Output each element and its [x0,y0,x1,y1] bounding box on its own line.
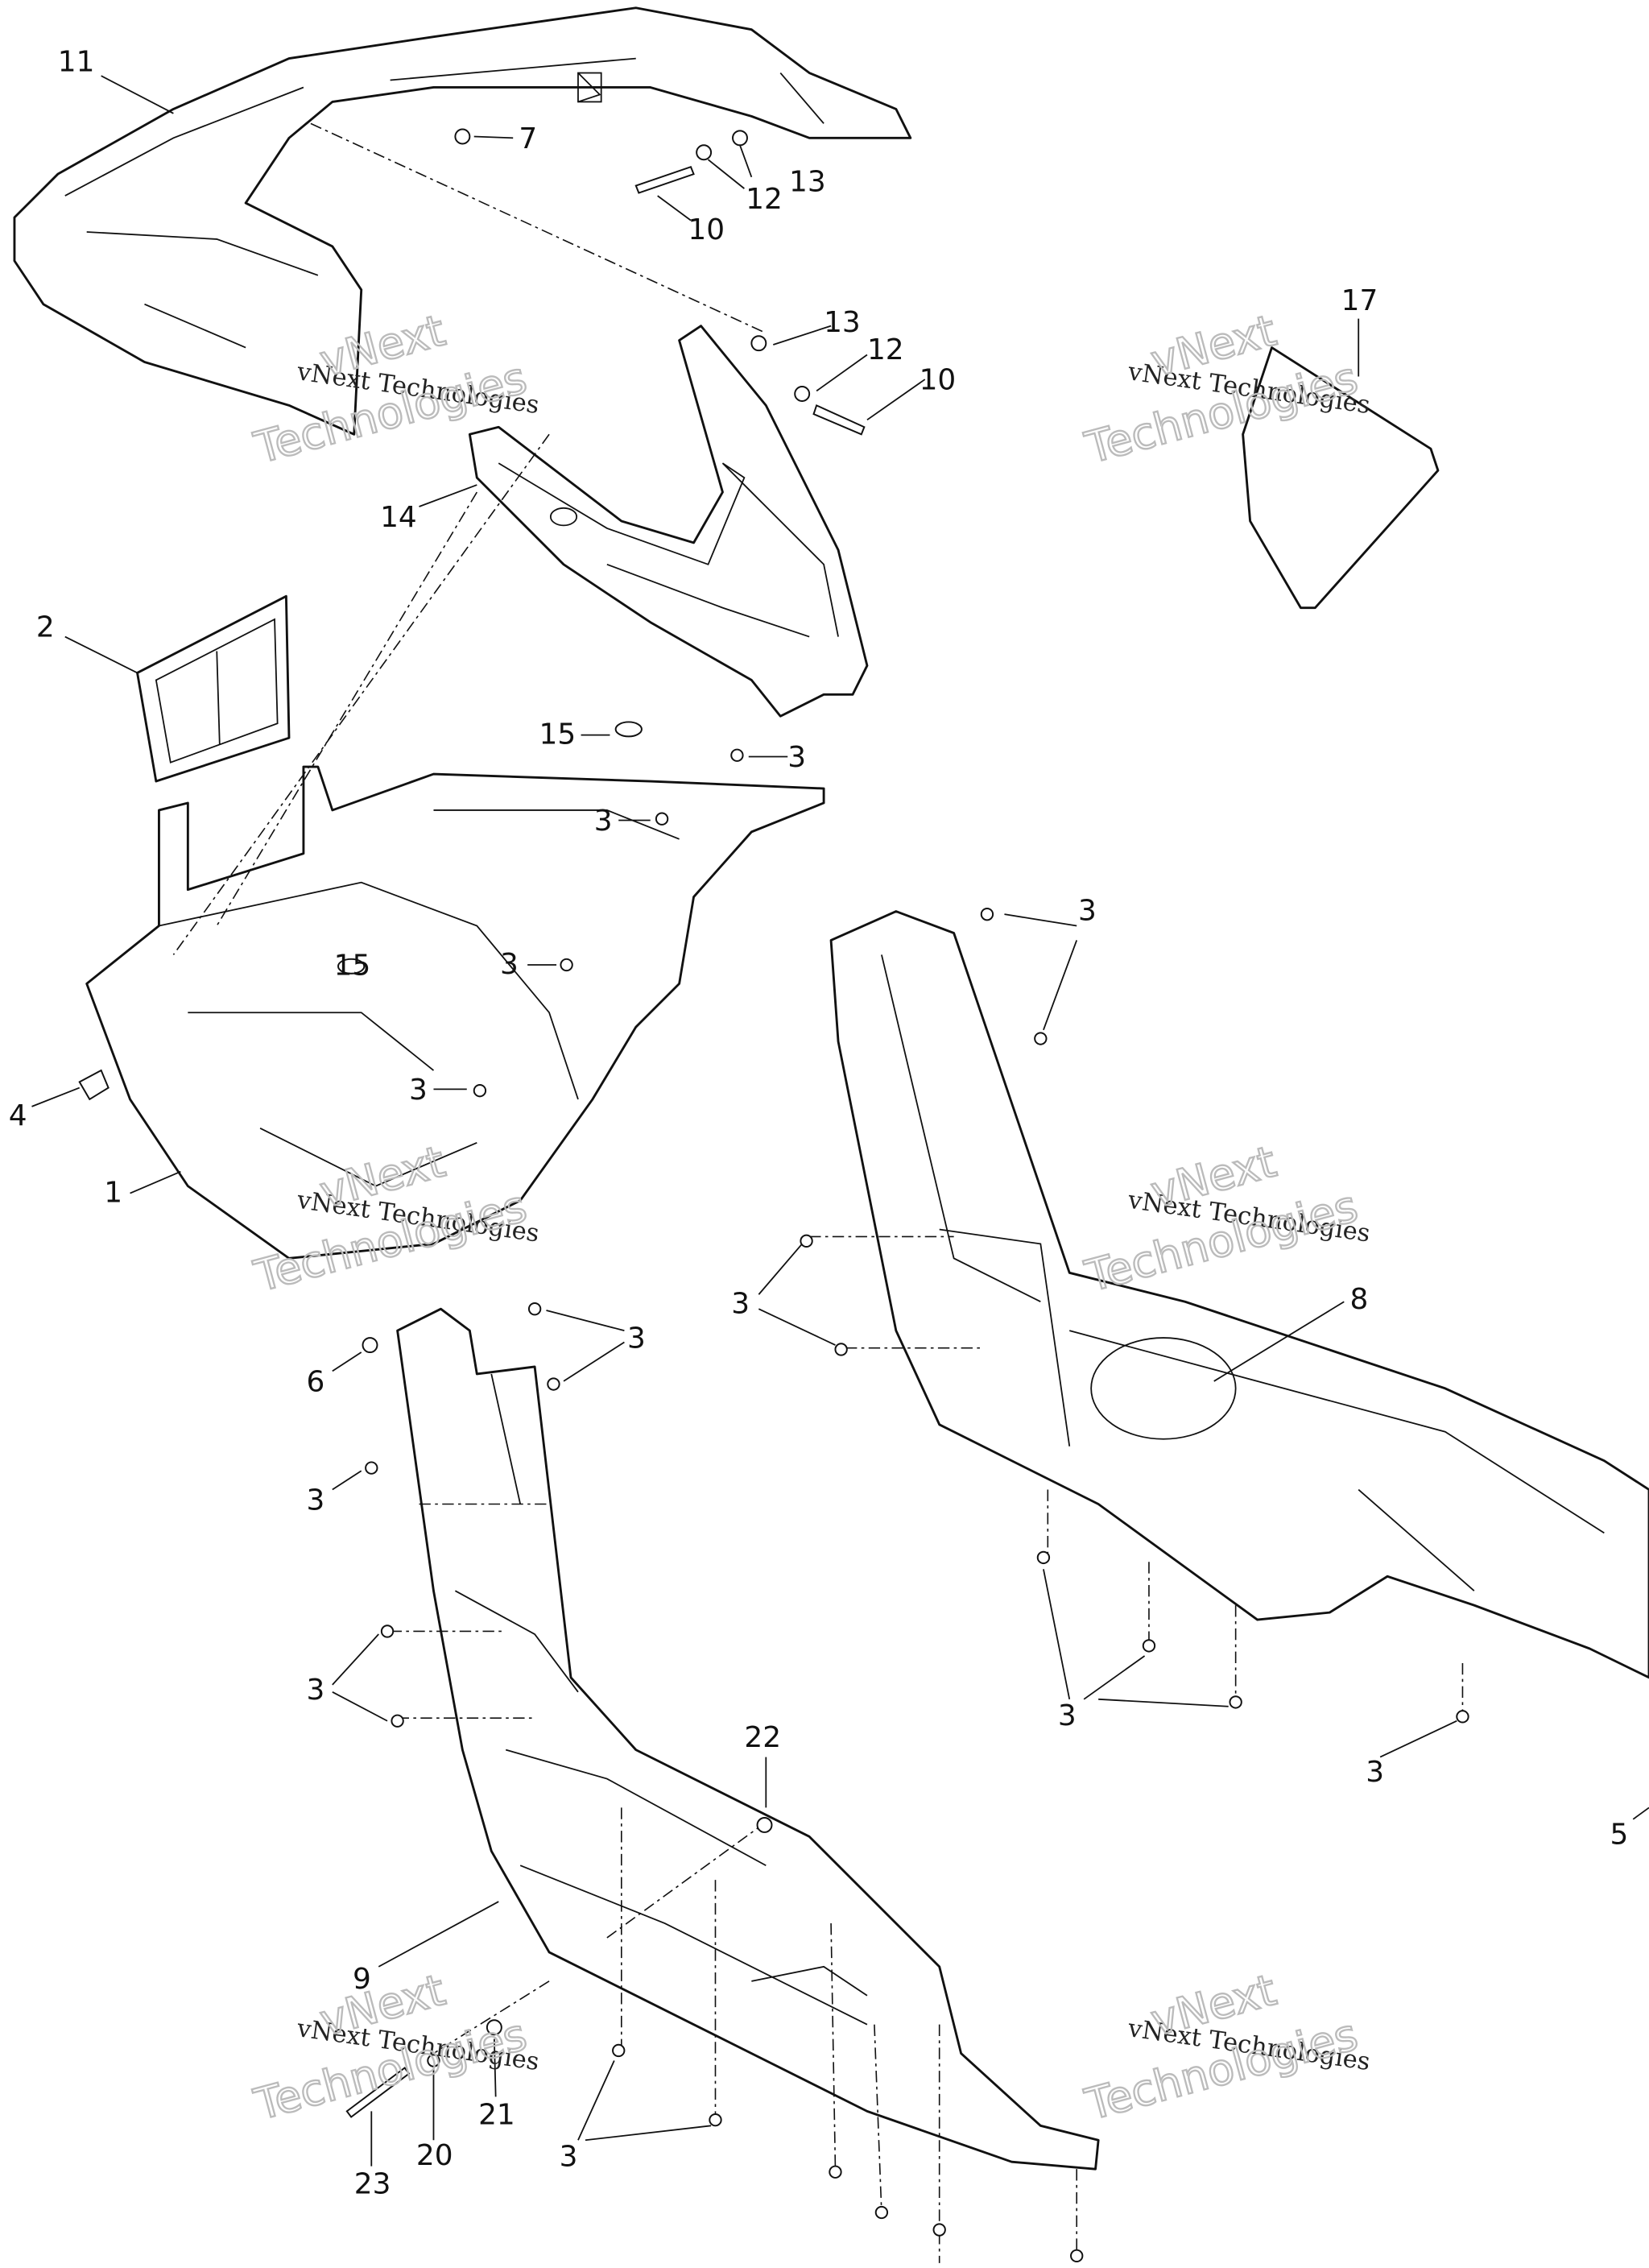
leader-lines [31,75,1649,2167]
callout-14: 14 [380,501,417,534]
callout-8: 8 [1349,1283,1368,1316]
callout-3: 3 [1078,894,1097,927]
part-9-side-panel [396,1307,1100,2171]
callout-21: 21 [478,2099,515,2132]
part-11-upper-cover [13,6,912,436]
callout-3: 3 [731,1288,750,1321]
callout-15: 15 [539,718,577,751]
callout-13: 13 [824,306,861,339]
callout-labels: 11 7 13 12 10 13 12 10 17 14 2 15 3 3 3 … [9,46,1629,2201]
part-1-console [85,765,825,1260]
callout-1: 1 [104,1176,122,1209]
callout-10: 10 [688,213,725,246]
callout-9: 9 [353,1963,371,1996]
callout-3: 3 [307,1674,325,1707]
callout-3: 3 [1058,1699,1077,1732]
callout-15: 15 [334,950,371,983]
callout-10: 10 [920,364,957,397]
callout-5: 5 [1610,1818,1629,1851]
callout-4: 4 [9,1099,27,1132]
callout-3: 3 [1366,1756,1384,1789]
callout-22: 22 [744,1721,781,1754]
callout-20: 20 [416,2139,453,2172]
part-8-side-panel [829,910,1649,1679]
callout-11: 11 [58,46,95,79]
callout-2: 2 [36,611,55,644]
part-17-panel [1242,346,1440,610]
callout-13: 13 [789,166,826,199]
callout-3: 3 [500,948,519,981]
callout-17: 17 [1341,284,1378,317]
part-2-panel [136,594,291,783]
callout-3: 3 [594,805,613,838]
callout-3: 3 [787,741,806,774]
callout-12: 12 [867,333,904,366]
callout-3: 3 [560,2141,578,2174]
callout-23: 23 [354,2168,391,2201]
callout-6: 6 [307,1365,325,1398]
callout-3: 3 [307,1484,325,1517]
alignment-lines [172,122,1464,2263]
callout-3: 3 [409,1074,428,1107]
callout-12: 12 [746,183,783,216]
fasteners [78,128,1469,2263]
callout-7: 7 [519,122,537,155]
callout-3: 3 [627,1322,646,1355]
part-14-bracket [468,325,869,718]
